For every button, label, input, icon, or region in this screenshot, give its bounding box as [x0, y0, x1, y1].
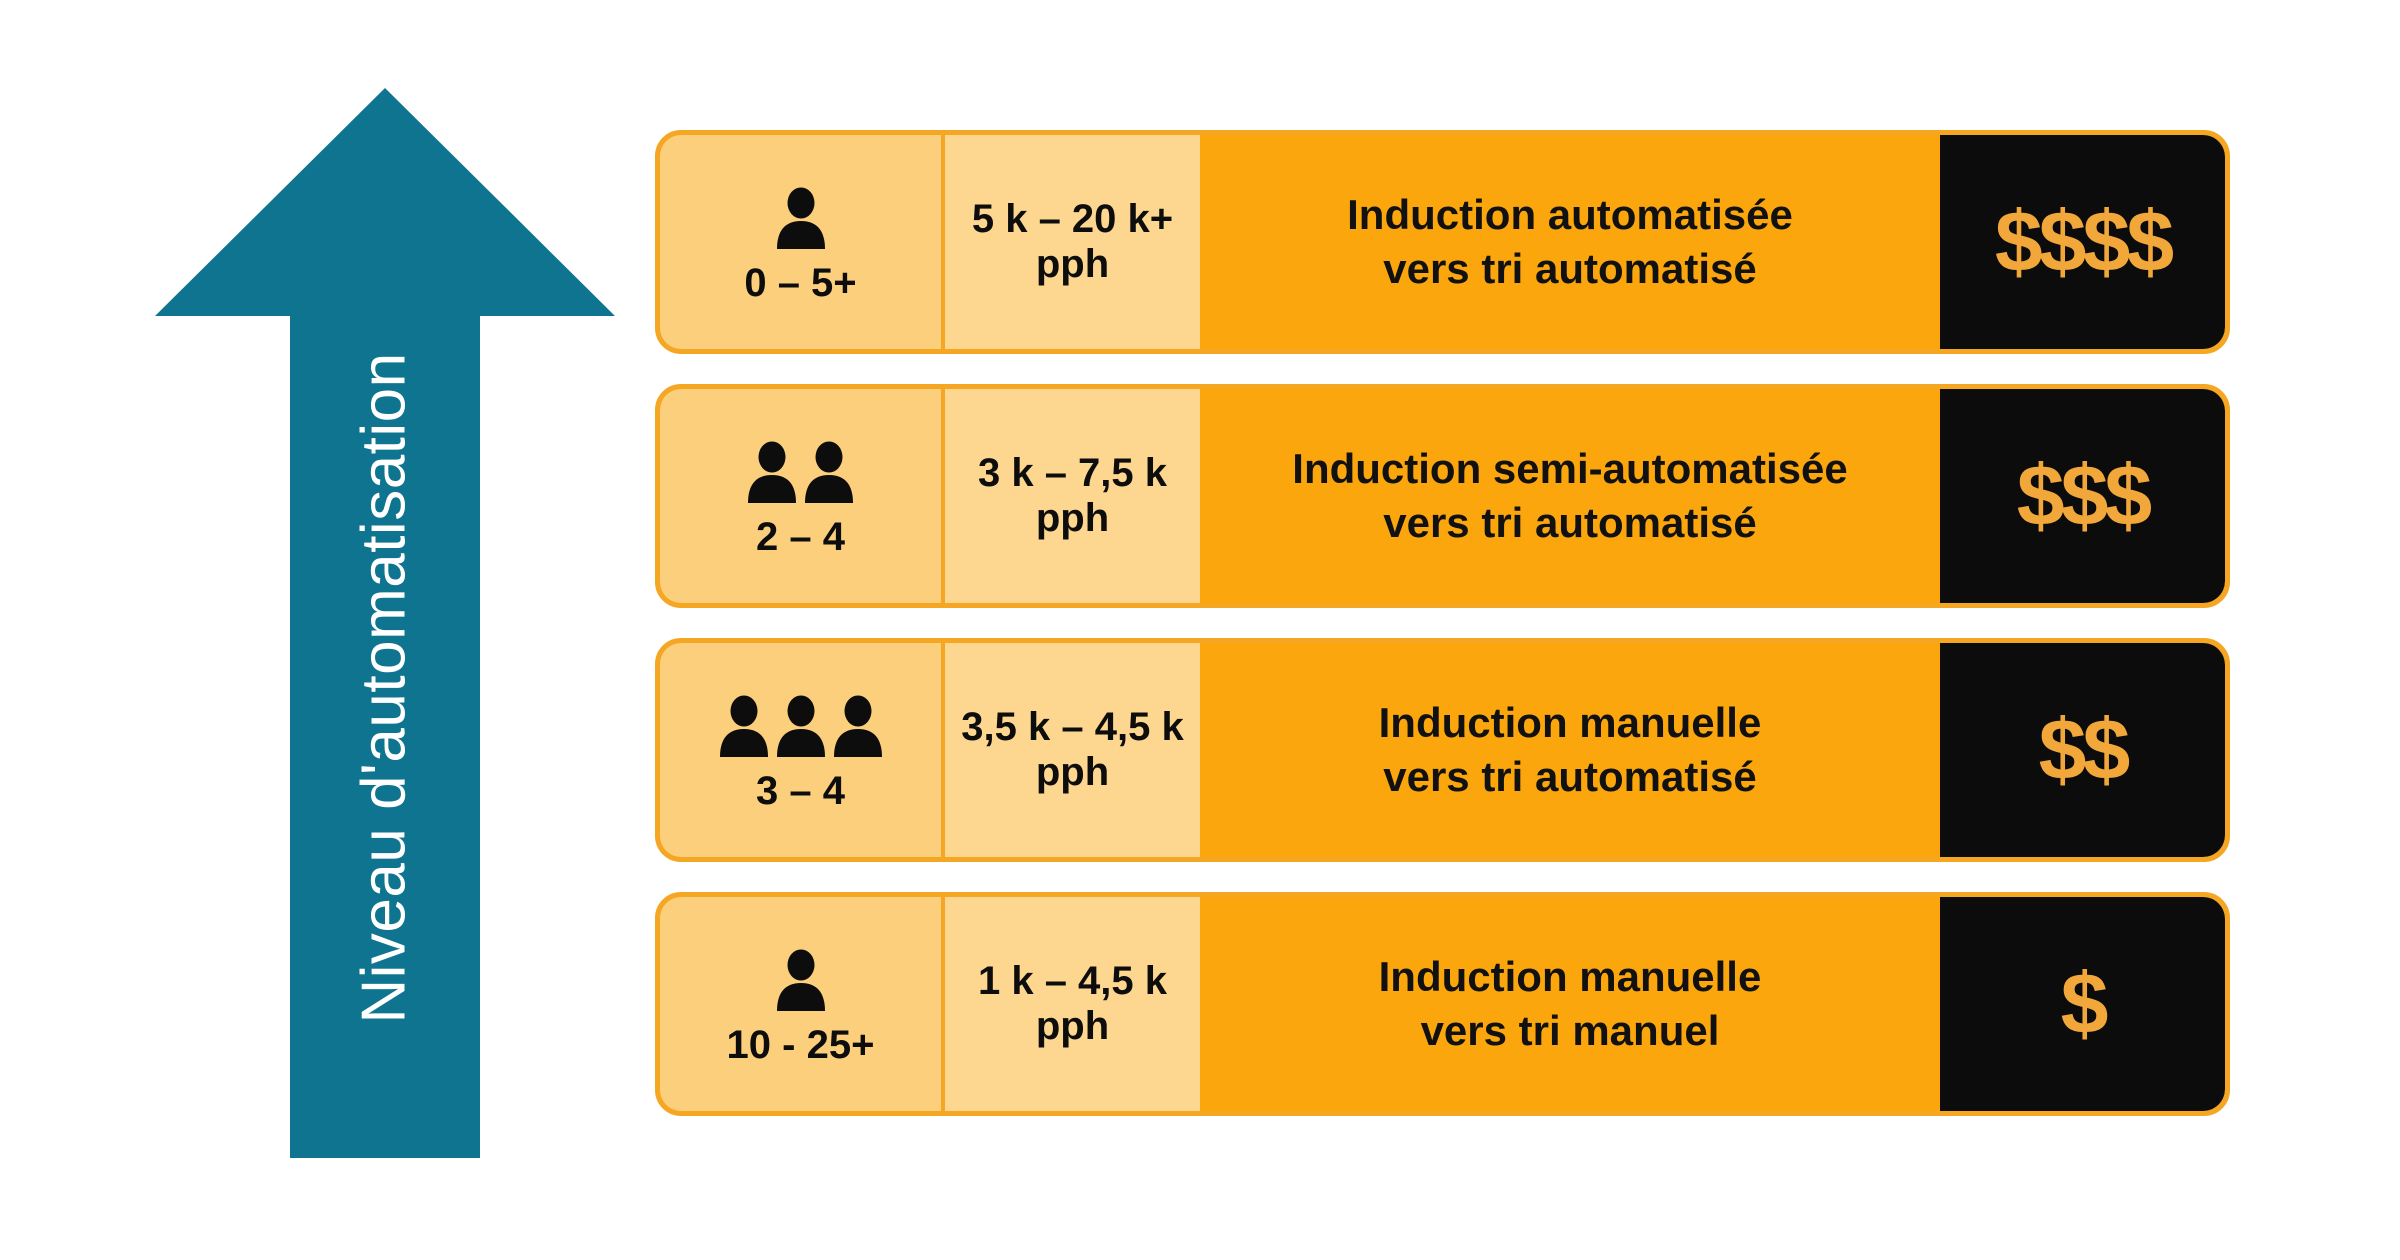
throughput-line-2: pph	[1035, 1004, 1110, 1048]
throughput-line-2: pph	[1035, 242, 1110, 286]
cost-cell: $$	[1940, 643, 2225, 857]
people-count-label: 3 – 4	[756, 769, 845, 813]
description-cell: Induction automatisée vers tri automatisé	[1200, 135, 1940, 349]
throughput-line-1: 3 k – 7,5 k	[977, 451, 1168, 496]
person-icon	[776, 695, 825, 757]
people-icon-group	[717, 689, 885, 757]
description-line-2: vers tri automatisé	[1383, 753, 1757, 800]
description-cell: Induction manuelle vers tri manuel	[1200, 897, 1940, 1111]
description-label: Induction manuelle vers tri automatisé	[1379, 696, 1762, 804]
people-cell: 0 – 5+	[660, 135, 945, 349]
throughput-cell: 5 k – 20 k+pph	[945, 135, 1200, 349]
cost-cell: $	[1940, 897, 2225, 1111]
axis-label: Niveau d'automatisation	[350, 352, 419, 1024]
automation-level-arrow: Niveau d'automatisation	[155, 88, 615, 1158]
description-cell: Induction manuelle vers tri automatisé	[1200, 643, 1940, 857]
tier-row[interactable]: 0 – 5+ 5 k – 20 k+pph Induction automatisé…	[655, 130, 2230, 354]
description-line-1: Induction automatisée	[1347, 191, 1793, 239]
description-line-2: vers tri automatisé	[1383, 245, 1757, 292]
throughput-line-1: 3,5 k – 4,5 k	[961, 705, 1184, 750]
description-label: Induction manuelle vers tri manuel	[1379, 950, 1762, 1058]
throughput-line-1: 5 k – 20 k+	[971, 197, 1174, 242]
people-cell: 10 - 25+	[660, 897, 945, 1111]
person-icon	[833, 695, 882, 757]
description-cell: Induction semi-automatisée vers tri autom…	[1200, 389, 1940, 603]
description-line-1: Induction manuelle	[1378, 953, 1762, 1001]
description-line-2: vers tri manuel	[1420, 1007, 1720, 1054]
description-label: Induction automatisée vers tri automatisé	[1347, 188, 1793, 296]
people-count-label: 2 – 4	[756, 515, 845, 559]
throughput-line-1: 1 k – 4,5 k	[977, 959, 1168, 1004]
cost-label: $$	[2038, 702, 2131, 798]
throughput-line-2: pph	[1035, 750, 1110, 794]
people-cell: 2 – 4	[660, 389, 945, 603]
description-label: Induction semi-automatisée vers tri autom…	[1292, 442, 1847, 550]
throughput-label: 5 k – 20 k+pph	[972, 197, 1173, 287]
person-icon	[805, 441, 853, 503]
throughput-line-2: pph	[1035, 496, 1110, 540]
people-count-label: 10 - 25+	[726, 1023, 875, 1067]
cost-cell: $$$$	[1940, 135, 2225, 349]
people-icon-group	[745, 435, 856, 503]
person-icon	[776, 949, 825, 1011]
person-icon	[719, 695, 768, 757]
description-line-1: Induction manuelle	[1378, 699, 1762, 747]
person-icon	[776, 187, 825, 249]
person-icon	[748, 441, 796, 503]
people-icon-group	[774, 181, 828, 249]
people-cell: 3 – 4	[660, 643, 945, 857]
cost-cell: $$$	[1940, 389, 2225, 603]
axis-label-wrap: Niveau d'automatisation	[155, 88, 615, 1158]
cost-label: $$$$	[1994, 194, 2174, 290]
cost-label: $	[2060, 956, 2109, 1052]
people-count-label: 0 – 5+	[744, 261, 857, 305]
up-arrow-icon	[155, 88, 615, 1158]
cost-label: $$$	[2016, 448, 2152, 544]
people-icon-group	[774, 943, 828, 1011]
description-line-1: Induction semi-automatisée	[1292, 445, 1848, 493]
description-line-2: vers tri automatisé	[1383, 499, 1757, 546]
